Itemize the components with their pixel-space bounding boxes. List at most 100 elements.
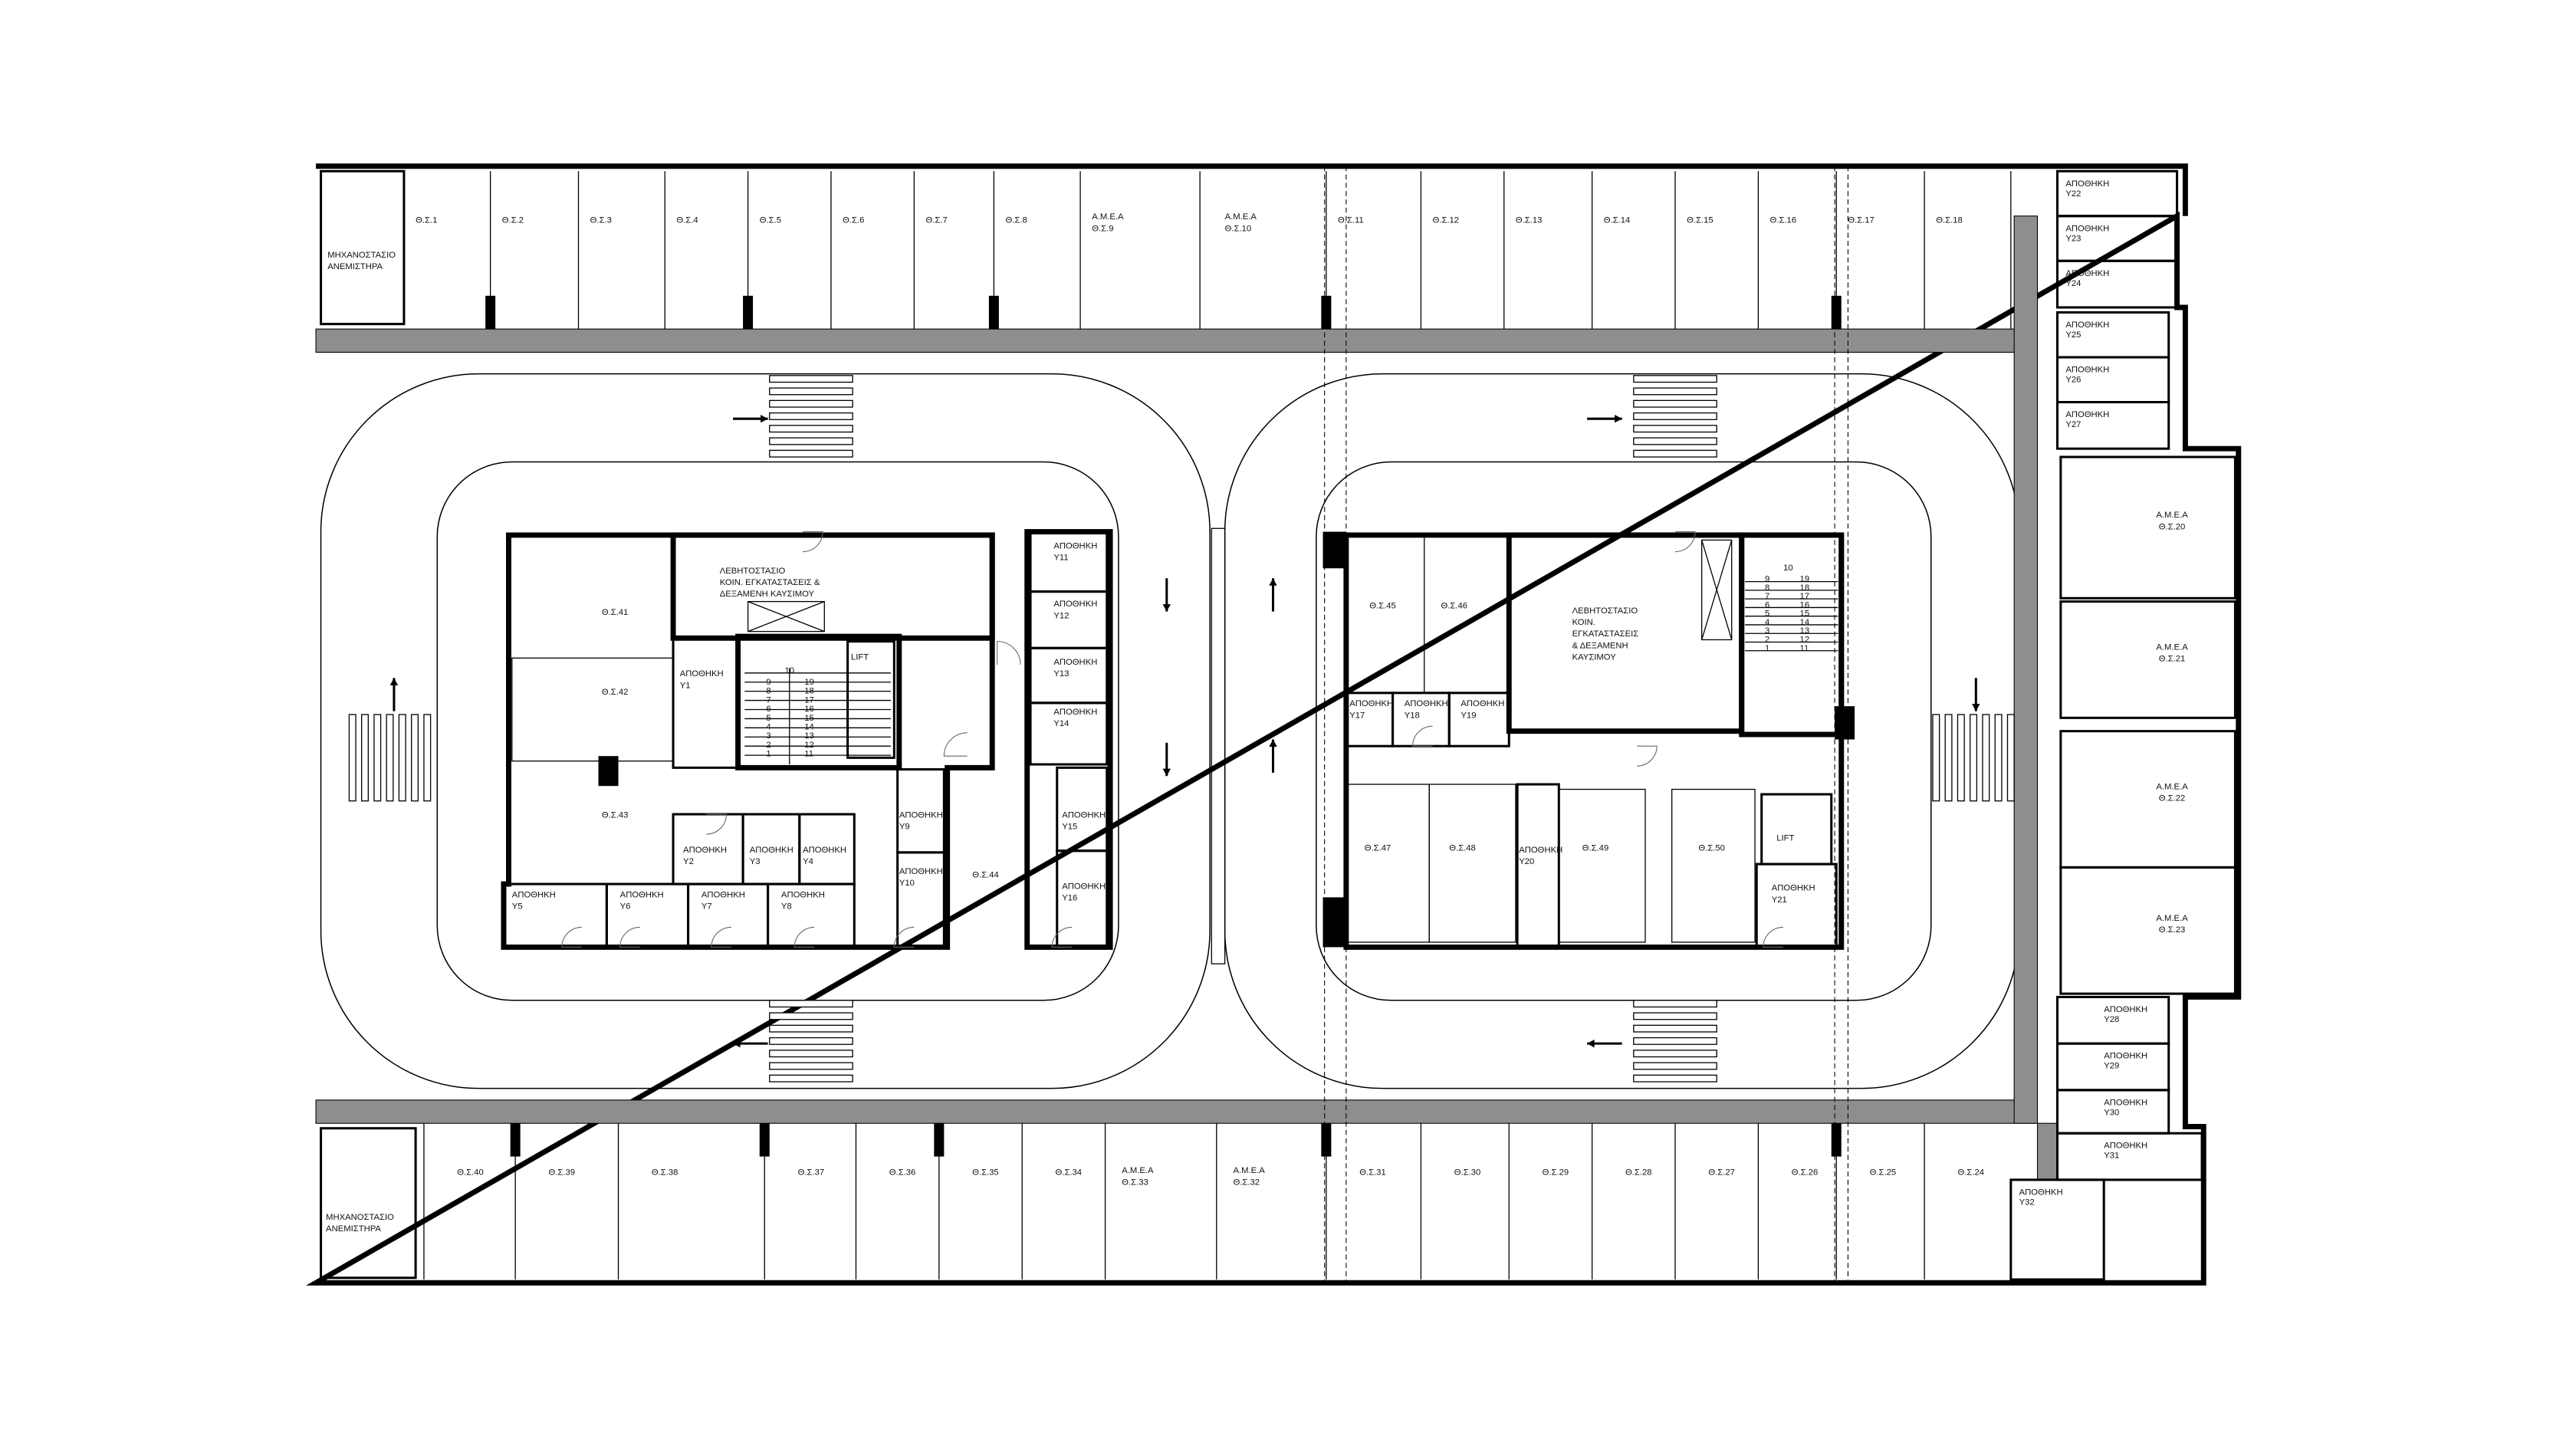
boiler-room-label: ΚΟΙΝ. ΕΓΚΑΤΑΣΤΑΣΕΙΣ & xyxy=(720,578,820,587)
lift-right xyxy=(1760,793,1833,866)
storage-room xyxy=(896,851,945,948)
zebra-stripe xyxy=(1932,714,1940,802)
storage-label: ΑΠΟΘΗΚΗ xyxy=(1053,600,1097,609)
storage-number: Υ9 xyxy=(899,823,910,832)
stair-step-number: 7 xyxy=(766,695,770,705)
storage-label: ΑΠΟΘΗΚΗ xyxy=(2019,1188,2063,1197)
lift-label: LIFT xyxy=(1776,834,1794,843)
arrow-head-icon xyxy=(1162,604,1171,612)
zebra-stripe xyxy=(769,437,853,445)
storage-number: Υ23 xyxy=(2065,234,2081,243)
driveway-loop-right-inner xyxy=(1316,461,1932,1001)
storage-number: Υ30 xyxy=(2104,1108,2119,1117)
arrow-head-icon xyxy=(1587,1039,1595,1048)
column xyxy=(1321,1123,1332,1157)
zebra-stripe xyxy=(1633,425,1717,433)
storage-number: Υ24 xyxy=(2065,279,2081,288)
storage-room xyxy=(1056,849,1109,948)
parking-space-label: Θ.Σ.13 xyxy=(1516,215,1543,225)
boiler-room-label: ΕΓΚΑΤΑΣΤΑΣΕΙΣ xyxy=(1572,629,1639,639)
parking-space-label: Θ.Σ.34 xyxy=(1056,1168,1083,1177)
parking-space-label: Θ.Σ.30 xyxy=(1454,1168,1481,1177)
column xyxy=(988,295,999,330)
stair-step-number: 5 xyxy=(766,714,770,723)
stair-step-number: 17 xyxy=(804,695,814,705)
storage-number: Υ4 xyxy=(803,857,813,866)
parking-space-label: Θ.Σ.49 xyxy=(1582,844,1609,853)
parking-space-label: Θ.Σ.42 xyxy=(602,688,629,697)
storage-label: ΑΠΟΘΗΚΗ xyxy=(781,890,825,899)
amea-label: Α.Μ.Ε.Α xyxy=(1233,1166,1265,1175)
parking-space-label: Θ.Σ.26 xyxy=(1792,1168,1819,1177)
zebra-stripe xyxy=(348,714,356,802)
storage-number: Υ29 xyxy=(2104,1062,2119,1071)
storage-room xyxy=(1447,692,1510,748)
stair-step-number: 14 xyxy=(804,723,814,732)
arrow-head-icon xyxy=(733,1039,741,1048)
boiler-room-label: ΛΕΒΗΤΟΣΤΑΣΙΟ xyxy=(720,567,786,576)
parking-space-label: Θ.Σ.45 xyxy=(1369,601,1396,610)
stair-step-number: 9 xyxy=(766,678,770,687)
stair-step-number: 16 xyxy=(804,705,814,714)
storage-label: ΑΠΟΘΗΚΗ xyxy=(683,846,727,855)
corner-strip xyxy=(2036,1122,2058,1181)
stair-step-number: 10 xyxy=(1783,564,1793,573)
storage-number: Υ5 xyxy=(512,902,523,912)
zebra-stripe xyxy=(1633,387,1717,396)
stair-step-number: 19 xyxy=(804,678,814,687)
storage-label: ΑΠΟΘΗΚΗ xyxy=(899,810,943,820)
arrow-head-icon xyxy=(389,678,399,685)
storage-y1 xyxy=(672,636,740,769)
storage-number: Υ19 xyxy=(1460,711,1476,720)
storage-number: Υ27 xyxy=(2065,420,2081,429)
storage-label: ΑΠΟΘΗΚΗ xyxy=(2065,366,2109,375)
zebra-stripe xyxy=(769,375,853,383)
storage-label: ΑΠΟΘΗΚΗ xyxy=(1053,658,1097,667)
zebra-stripe xyxy=(1957,714,1965,802)
column xyxy=(1321,295,1332,330)
storage-label: ΑΠΟΘΗΚΗ xyxy=(1405,699,1448,708)
storage-label: ΑΠΟΘΗΚΗ xyxy=(2065,269,2109,278)
parking-space-label: Θ.Σ.43 xyxy=(602,810,629,820)
parking-space-label: Θ.Σ.44 xyxy=(972,870,999,879)
storage-room xyxy=(2056,1132,2203,1181)
zebra-stripe xyxy=(769,1050,853,1058)
zebra-stripe xyxy=(1633,1000,1717,1008)
stair-core-left xyxy=(735,633,902,770)
column xyxy=(598,756,619,787)
column xyxy=(1322,897,1346,948)
storage-label: ΑΠΟΘΗΚΗ xyxy=(1519,846,1562,855)
arrow-head-icon xyxy=(1269,739,1277,748)
stair-step-number: 9 xyxy=(1765,575,1769,584)
storage-label: ΑΠΟΘΗΚΗ xyxy=(750,846,794,855)
shaft xyxy=(1701,539,1733,641)
accessible-parking-space xyxy=(2059,730,2236,869)
zebra-stripe xyxy=(769,1037,853,1045)
storage-label: ΑΠΟΘΗΚΗ xyxy=(2065,410,2109,419)
parking-space-label: Θ.Σ.47 xyxy=(1365,844,1392,853)
accessible-parking-space xyxy=(2059,866,2236,995)
driveway-loop-left-inner xyxy=(436,461,1119,1001)
zebra-stripe xyxy=(769,1012,853,1020)
storage-label: ΑΠΟΘΗΚΗ xyxy=(1062,810,1106,820)
door-swing xyxy=(1051,926,1073,948)
zebra-stripe xyxy=(2006,714,2015,802)
zebra-stripe xyxy=(769,1074,853,1083)
zebra-stripe xyxy=(1633,412,1717,420)
storage-label: ΑΠΟΘΗΚΗ xyxy=(899,867,943,876)
right-aisle-strip xyxy=(2013,215,2039,1124)
storage-number: Υ17 xyxy=(1349,711,1365,720)
arrow-head-icon xyxy=(1269,578,1277,586)
parking-41-42-divider xyxy=(511,657,674,762)
zebra-stripe xyxy=(386,714,394,802)
parking-space-label: Θ.Σ.23 xyxy=(2159,925,2186,935)
median xyxy=(1211,527,1226,964)
parking-space-label: Θ.Σ.4 xyxy=(676,215,698,225)
parking-space-label: Θ.Σ.8 xyxy=(1006,215,1027,225)
storage-label: ΑΠΟΘΗΚΗ xyxy=(512,890,556,899)
zebra-stripe xyxy=(769,412,853,420)
stair-step-number: 1 xyxy=(766,750,770,759)
storage-number: Υ25 xyxy=(2065,330,2081,340)
storage-number: Υ8 xyxy=(781,902,792,912)
